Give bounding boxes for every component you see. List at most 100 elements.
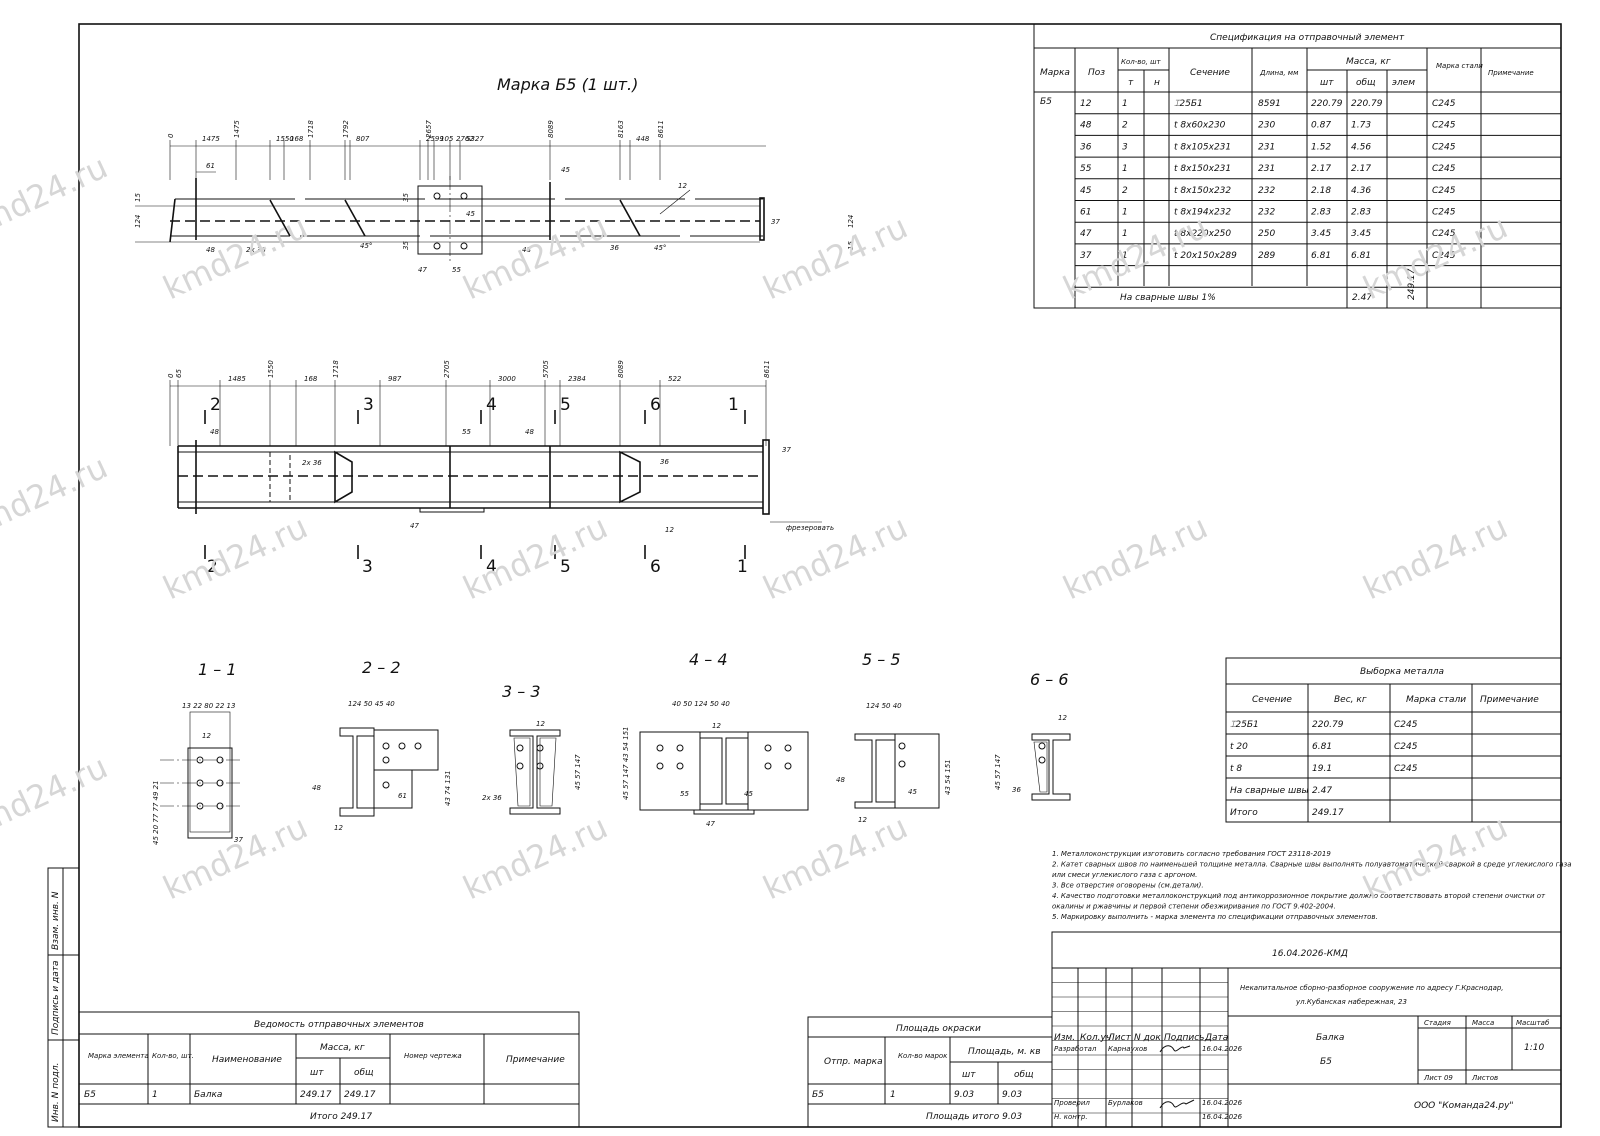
svg-text:Номер чертежа: Номер чертежа xyxy=(404,1052,462,1060)
svg-text:61: 61 xyxy=(1080,208,1091,218)
svg-text:6 – 6: 6 – 6 xyxy=(1030,670,1069,689)
plan-dim: 2705 xyxy=(443,360,451,378)
side-label-inv: Инв. N подл. xyxy=(51,1063,61,1122)
svg-text:Б5: Б5 xyxy=(812,1090,824,1100)
plan-dim: 5705 xyxy=(542,360,550,378)
plan-dim: 1718 xyxy=(332,360,340,378)
svg-text:2: 2 xyxy=(1122,186,1128,196)
svg-text:13 22 80 22 13: 13 22 80 22 13 xyxy=(182,702,235,710)
svg-text:Дата: Дата xyxy=(1204,1033,1228,1043)
svg-text:45 20 77 77 49 21: 45 20 77 77 49 21 xyxy=(152,780,160,845)
svg-text:36: 36 xyxy=(1012,786,1021,794)
svg-text:Балка: Балка xyxy=(194,1090,222,1100)
svg-text:37: 37 xyxy=(1080,251,1092,261)
svg-text:С245: С245 xyxy=(1432,251,1456,261)
svg-text:общ: общ xyxy=(1014,1070,1034,1080)
watermark-text: kmd24.ru xyxy=(157,508,313,608)
plan-dim: 2384 xyxy=(568,375,586,383)
svg-text:1:10: 1:10 xyxy=(1524,1043,1544,1053)
svg-text:Площадь итого 9.03: Площадь итого 9.03 xyxy=(926,1112,1022,1122)
watermark-text: kmd24.ru xyxy=(1057,508,1213,608)
section-1-1: 13 22 80 22 13 45 20 77 77 49 21 12 37 xyxy=(152,702,243,845)
plan-dim: 3000 xyxy=(498,375,516,383)
section-6-6: 45 57 147 12 36 xyxy=(994,714,1071,801)
elev-dim: 448 xyxy=(636,135,650,143)
svg-text:Лист 09: Лист 09 xyxy=(1423,1074,1453,1082)
svg-text:t 8x220x250: t 8x220x250 xyxy=(1174,229,1231,239)
watermark-text: kmd24.ru xyxy=(1357,508,1513,608)
svg-text:2.18: 2.18 xyxy=(1311,186,1331,196)
svg-text:36: 36 xyxy=(660,458,669,466)
svg-text:т: т xyxy=(1128,78,1134,88)
svg-text:ул.Кубанская набережная, 23: ул.Кубанская набережная, 23 xyxy=(1295,998,1407,1006)
svg-text:Спецификация на отправочный эл: Спецификация на отправочный элемент xyxy=(1210,33,1405,43)
svg-text:Масштаб: Масштаб xyxy=(1516,1019,1550,1027)
svg-text:47: 47 xyxy=(706,820,715,828)
svg-text:55: 55 xyxy=(1080,164,1092,174)
specification-table: Спецификация на отправочный элемент Марк… xyxy=(1033,23,1562,309)
svg-text:12: 12 xyxy=(202,732,211,740)
svg-text:36: 36 xyxy=(610,244,619,252)
watermark-text: kmd24.ru xyxy=(457,808,613,908)
watermark-text: kmd24.ru xyxy=(757,808,913,908)
svg-text:48: 48 xyxy=(210,428,219,436)
elev-dim: 1550 xyxy=(276,135,294,143)
svg-text:1: 1 xyxy=(1122,99,1128,109)
svg-text:На сварные швы 1%: На сварные швы 1% xyxy=(1120,293,1216,303)
svg-text:Лист: Лист xyxy=(1107,1033,1132,1043)
svg-text:19.1: 19.1 xyxy=(1312,764,1332,774)
svg-text:1: 1 xyxy=(728,395,739,415)
svg-text:45°: 45° xyxy=(654,244,666,252)
svg-text:249.17: 249.17 xyxy=(344,1090,376,1100)
svg-text:общ: общ xyxy=(1356,78,1376,88)
note-line: 4. Качество подготовки металлоконструкци… xyxy=(1052,892,1546,900)
svg-text:40 50 124 50 40: 40 50 124 50 40 xyxy=(672,700,730,708)
svg-text:124 50 40: 124 50 40 xyxy=(866,702,902,710)
svg-text:t 8x150x231: t 8x150x231 xyxy=(1174,164,1231,174)
svg-text:3: 3 xyxy=(1122,142,1128,152)
svg-text:Изм.: Изм. xyxy=(1054,1033,1075,1043)
svg-text:12: 12 xyxy=(334,824,343,832)
svg-text:2.17: 2.17 xyxy=(1311,164,1331,174)
svg-text:Карнаухов: Карнаухов xyxy=(1108,1045,1147,1053)
elev-dim: 8611 xyxy=(657,120,665,138)
svg-text:232: 232 xyxy=(1258,186,1275,196)
svg-text:45 57 147: 45 57 147 xyxy=(574,754,582,790)
elev-dim: 1475 xyxy=(202,135,220,143)
svg-text:Подпись: Подпись xyxy=(1164,1033,1204,1043)
svg-text:t 20x150x289: t 20x150x289 xyxy=(1174,251,1237,261)
elev-dim: 1475 xyxy=(233,120,241,138)
svg-text:231: 231 xyxy=(1258,164,1275,174)
svg-text:47: 47 xyxy=(418,266,427,274)
svg-text:Выборка металла: Выборка металла xyxy=(1360,667,1444,677)
svg-text:124: 124 xyxy=(847,215,855,228)
svg-text:1: 1 xyxy=(1122,229,1128,239)
svg-text:t 20: t 20 xyxy=(1230,742,1248,752)
svg-text:12: 12 xyxy=(1080,99,1092,109)
svg-text:t 8x105x231: t 8x105x231 xyxy=(1174,142,1231,152)
svg-text:15: 15 xyxy=(134,193,142,202)
svg-text:t 8x150x232: t 8x150x232 xyxy=(1174,186,1231,196)
section-5-5: 124 50 40 43 54 151 48 45 12 xyxy=(836,702,952,824)
svg-text:1: 1 xyxy=(152,1090,158,1100)
svg-text:Марка стали: Марка стали xyxy=(1406,695,1466,705)
svg-text:Стадия: Стадия xyxy=(1424,1019,1451,1027)
svg-text:48: 48 xyxy=(836,776,845,784)
plan-dim: 168 xyxy=(304,375,318,383)
plan-dim: 8611 xyxy=(763,360,771,378)
svg-text:3: 3 xyxy=(362,557,373,577)
svg-text:249.17: 249.17 xyxy=(300,1090,332,1100)
svg-text:0.87: 0.87 xyxy=(1311,121,1331,131)
svg-text:Наименование: Наименование xyxy=(212,1055,282,1065)
svg-text:124 50 45 40: 124 50 45 40 xyxy=(348,700,395,708)
side-label-podp: Подпись и дата xyxy=(51,960,61,1035)
svg-text:45: 45 xyxy=(466,210,475,218)
note-line: 1. Металлоконструкции изготовить согласн… xyxy=(1052,850,1331,858)
svg-text:4: 4 xyxy=(486,395,497,415)
svg-text:16.04.2026-КМД: 16.04.2026-КМД xyxy=(1272,949,1348,959)
svg-text:61: 61 xyxy=(206,162,215,170)
